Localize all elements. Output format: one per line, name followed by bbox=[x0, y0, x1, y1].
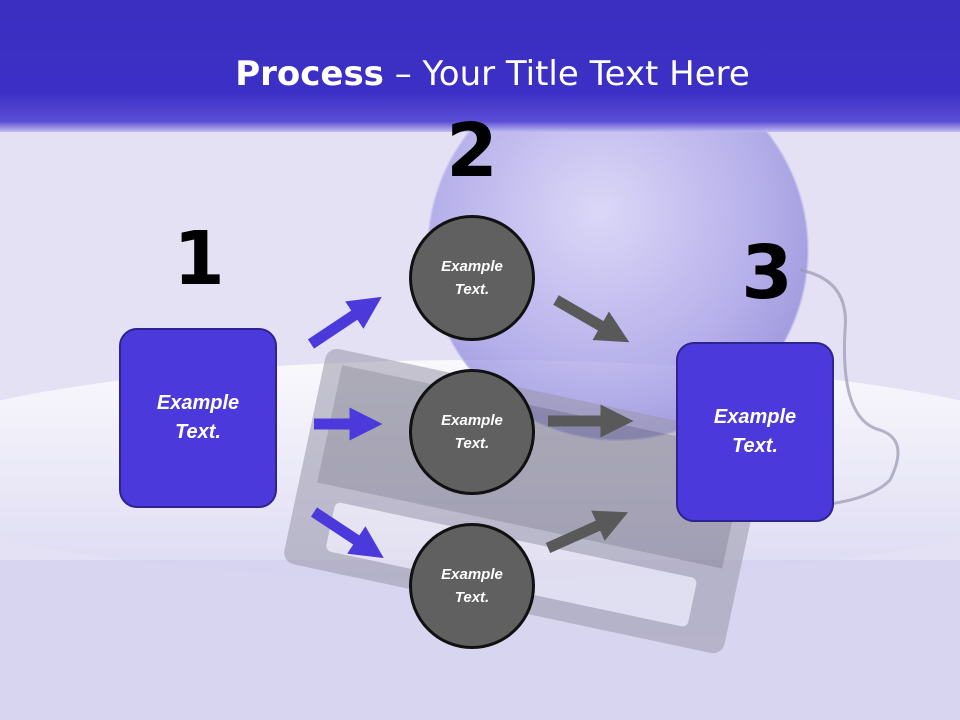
circle-middle-line2: Text. bbox=[454, 435, 490, 452]
step-1-box-line2: Text. bbox=[175, 421, 221, 443]
title-bar bbox=[0, 0, 960, 132]
step-2-circle-bottom[interactable]: Example Text. bbox=[409, 523, 535, 649]
step-3-box[interactable]: Example Text. bbox=[676, 342, 834, 522]
step-2-circle-top[interactable]: Example Text. bbox=[409, 215, 535, 341]
step-number-2: 2 bbox=[446, 108, 498, 194]
title-rest: – Your Title Text Here bbox=[383, 54, 750, 94]
circle-middle-line1: Example bbox=[441, 412, 503, 429]
arrow-down-right-gray bbox=[553, 295, 630, 343]
circle-bottom-line2: Text. bbox=[454, 589, 490, 606]
step-3-box-line2: Text. bbox=[732, 435, 778, 457]
step-1-box-line1: Example bbox=[156, 392, 240, 414]
step-1-box[interactable]: Example Text. bbox=[119, 328, 277, 508]
circle-top-line1: Example bbox=[441, 258, 503, 275]
circle-top-line2: Text. bbox=[454, 281, 490, 298]
arrow-up-right-gray bbox=[545, 510, 629, 554]
title-bold: Process bbox=[235, 54, 384, 94]
step-number-1: 1 bbox=[173, 216, 225, 302]
step-3-box-line1: Example bbox=[713, 406, 797, 428]
step-number-3: 3 bbox=[741, 230, 793, 316]
slide-title: Process – Your Title Text Here bbox=[0, 54, 960, 94]
circle-bottom-line1: Example bbox=[441, 566, 503, 583]
step-2-circle-middle[interactable]: Example Text. bbox=[409, 369, 535, 495]
arrow-up-right-blue bbox=[307, 296, 382, 349]
arrow-down-right-blue bbox=[310, 507, 384, 559]
